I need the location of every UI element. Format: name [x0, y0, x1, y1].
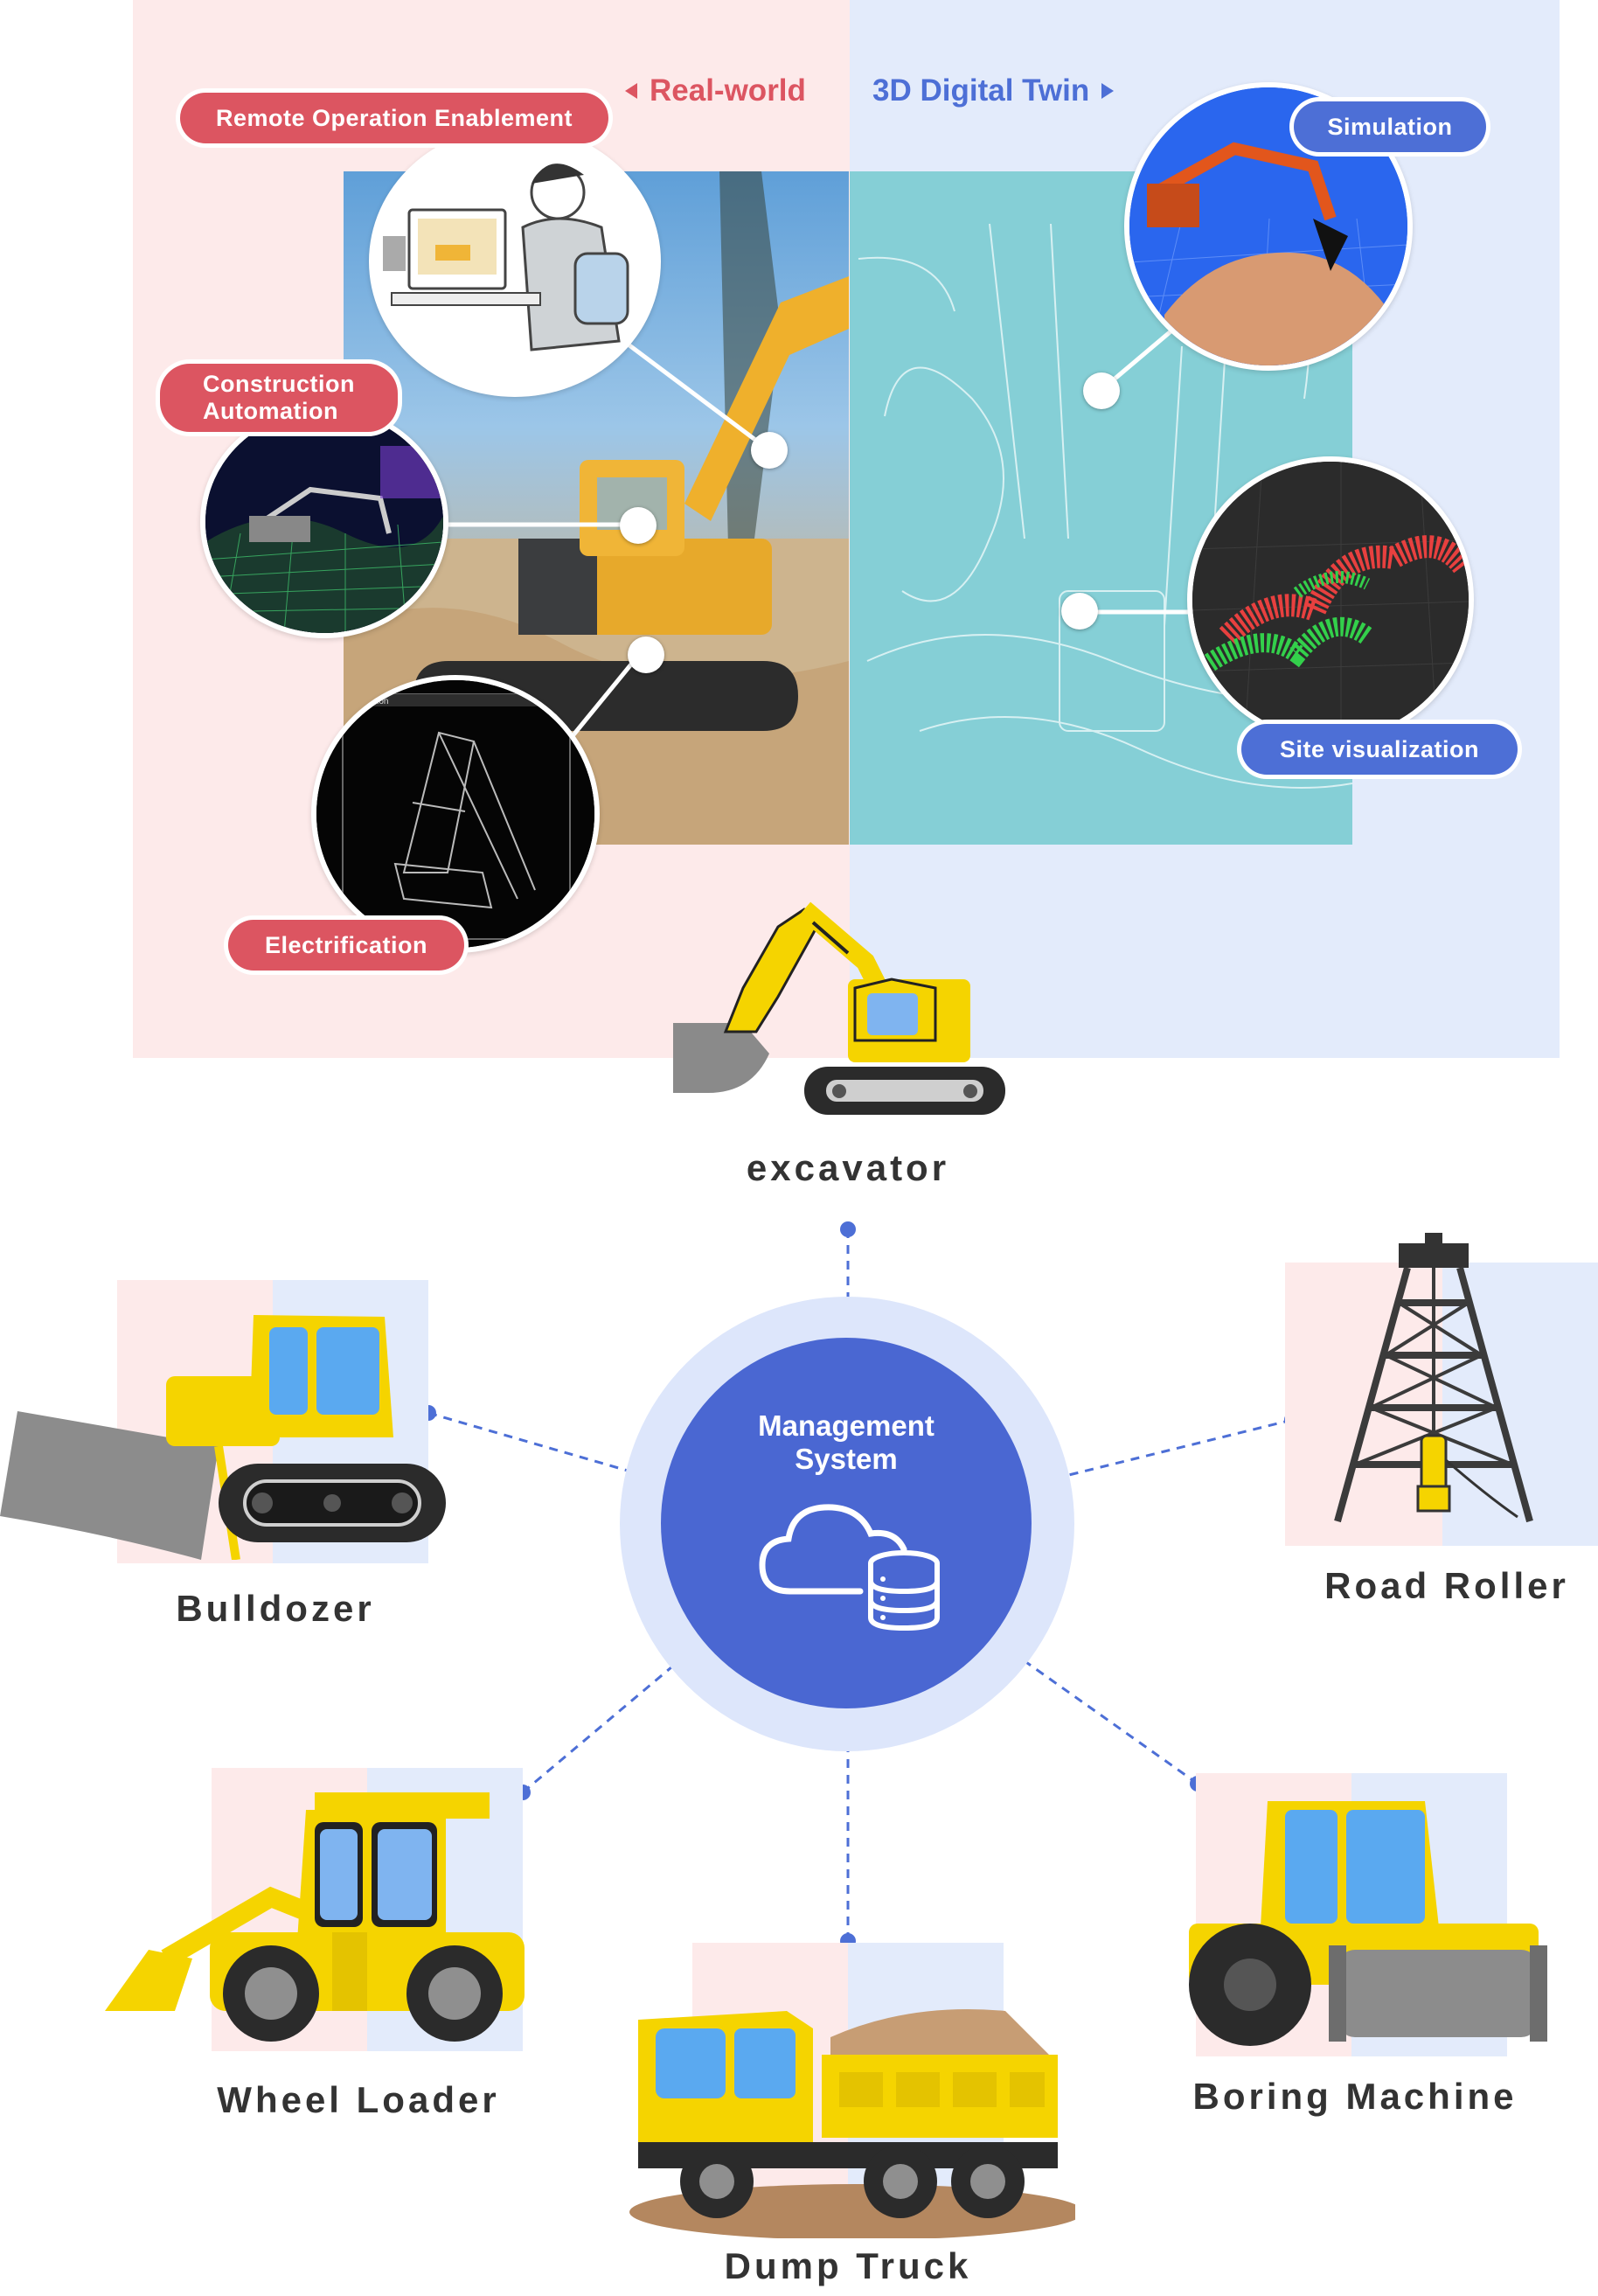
- boring-machine-illustration: [1189, 1801, 1547, 2046]
- connector-dot-visualization: [1061, 593, 1098, 630]
- wheel-loader-label: Wheel Loader: [217, 2079, 500, 2120]
- road-roller-label: Road Roller: [1324, 1565, 1569, 1606]
- connector-dot-automation: [620, 507, 657, 544]
- road-roller-illustration: [1334, 1233, 1533, 1523]
- site-visualization-pill: Site visualization: [1241, 724, 1518, 775]
- electrification-image: Deflection: [311, 675, 600, 953]
- cloud-database-icon: [759, 1504, 940, 1632]
- remote-operation-pill: Remote Operation Enablement: [180, 93, 608, 143]
- caret-left-icon: [625, 83, 637, 99]
- bulldozer-illustration: [0, 1315, 446, 1560]
- management-system-hub: Management System: [661, 1338, 1032, 1708]
- connector-dot-remote: [751, 432, 788, 469]
- excavator-label: excavator: [746, 1147, 950, 1188]
- real-world-label: Real-world: [625, 73, 806, 108]
- caret-right-icon: [1101, 83, 1115, 99]
- dump-truck-illustration: [629, 2009, 1075, 2238]
- dump-truck-label: Dump Truck: [724, 2245, 972, 2286]
- digital-twin-text: 3D Digital Twin: [872, 73, 1090, 108]
- electrification-pill: Electrification: [228, 920, 464, 971]
- remote-operation-image: [369, 126, 661, 397]
- simulation-pill: Simulation: [1294, 101, 1486, 152]
- connector-dot-simulation: [1083, 372, 1120, 409]
- site-visualization-image: [1187, 456, 1474, 743]
- excavator-illustration: [673, 901, 1005, 1115]
- bulldozer-label: Bulldozer: [176, 1588, 375, 1629]
- construction-automation-pill: Construction Automation: [160, 364, 398, 432]
- construction-automation-text: Construction Automation: [203, 371, 355, 424]
- connector-dot-electrification: [628, 637, 664, 673]
- construction-automation-image: [200, 406, 448, 638]
- real-world-text: Real-world: [650, 73, 806, 108]
- management-system-title: Management System: [758, 1409, 934, 1475]
- digital-twin-label: 3D Digital Twin: [872, 73, 1115, 108]
- boring-machine-label: Boring Machine: [1192, 2076, 1518, 2117]
- wheel-loader-illustration: [105, 1792, 525, 2042]
